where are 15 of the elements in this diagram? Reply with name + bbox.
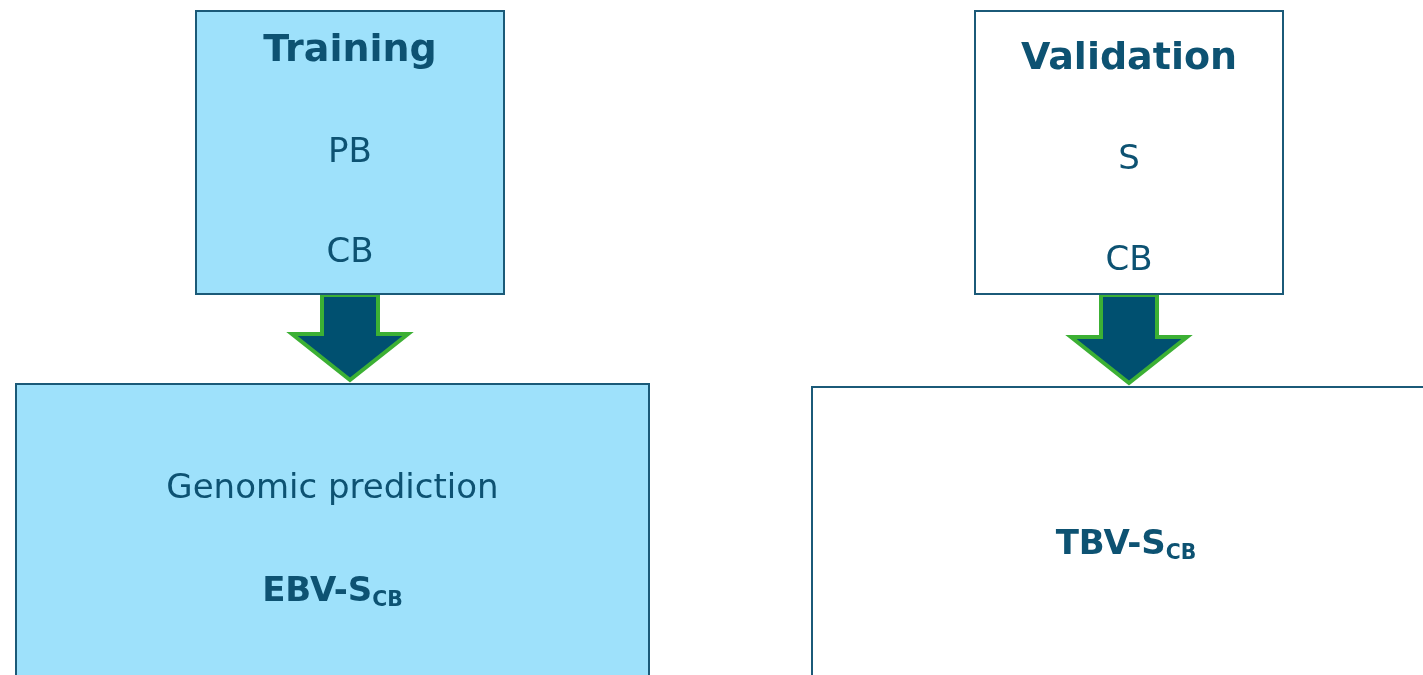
block-arrow	[286, 293, 414, 383]
box-text: Genomic prediction	[165, 465, 500, 508]
block-arrow	[1065, 293, 1193, 386]
process-box	[974, 10, 1284, 295]
box-text: PB	[327, 129, 373, 172]
process-box	[195, 10, 505, 295]
box-heading: Training	[262, 26, 438, 70]
box-text: TBV-S$_{CB}$	[1054, 521, 1198, 567]
box-text: CB	[325, 229, 375, 272]
process-box	[811, 386, 1423, 675]
box-heading: Validation	[1019, 34, 1239, 78]
box-text: EBV-S$_{CB}$	[261, 568, 404, 614]
box-text: CB	[1104, 237, 1154, 280]
box-text: S	[1117, 136, 1141, 179]
process-box	[15, 383, 650, 675]
